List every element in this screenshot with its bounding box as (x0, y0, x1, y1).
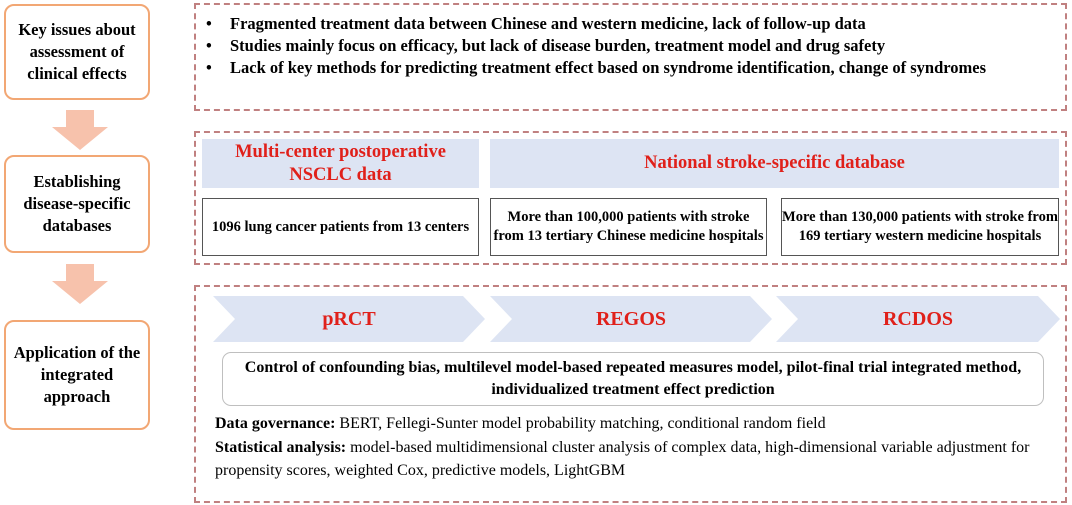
analysis-label: Statistical analysis: (215, 439, 347, 456)
governance-label: Data governance: (215, 415, 336, 432)
down-arrow-2 (52, 264, 108, 304)
stage-approach: Application of the integrated approach (4, 320, 150, 430)
stroke-tcm-box: More than 100,000 patients with stroke f… (490, 198, 767, 256)
governance-text: BERT, Fellegi-Sunter model probability m… (335, 415, 826, 432)
databases-panel (194, 131, 1067, 265)
key-issues-list: •Fragmented treatment data between Chine… (202, 13, 1055, 79)
chevron-prct (213, 296, 485, 342)
key-issue-item: •Fragmented treatment data between Chine… (206, 14, 866, 33)
chevron-rcdos (776, 296, 1060, 342)
analysis-paragraph: Statistical analysis: model-based multid… (215, 437, 1060, 482)
chevron-regos-label: REGOS (595, 307, 667, 330)
chevron-rcdos-label: RCDOS (882, 307, 953, 330)
methods-box: Control of confounding bias, multilevel … (222, 352, 1044, 406)
bullet-icon: • (206, 36, 212, 55)
chevron-regos (490, 296, 772, 342)
stroke-header: National stroke-specific database (490, 139, 1059, 188)
analysis-text: model-based multidimensional cluster ana… (215, 439, 1030, 479)
stage-approach-label: Application of the integrated approach (13, 343, 141, 406)
down-arrow-1 (52, 110, 108, 150)
stage-databases-label: Establishing disease-specific databases (23, 172, 131, 235)
key-issue-item: •Lack of key methods for predicting trea… (206, 58, 987, 77)
key-issues-panel: •Fragmented treatment data between Chine… (194, 3, 1067, 111)
chevron-prct-label: pRCT (322, 307, 376, 330)
nsclc-header: Multi-center postoperative NSCLC data (202, 139, 479, 188)
stage-key-issues-label: Key issues about assessment of clinical … (18, 20, 136, 83)
governance-paragraph: Data governance: BERT, Fellegi-Sunter mo… (215, 413, 1055, 436)
key-issue-item: •Studies mainly focus on efficacy, but l… (206, 36, 886, 55)
stage-key-issues: Key issues about assessment of clinical … (4, 4, 150, 100)
stroke-western-box: More than 130,000 patients with stroke f… (781, 198, 1059, 256)
bullet-icon: • (206, 14, 212, 33)
nsclc-patients-box: 1096 lung cancer patients from 13 center… (202, 198, 479, 256)
stage-databases: Establishing disease-specific databases (4, 155, 150, 253)
approach-panel (194, 285, 1067, 503)
bullet-icon: • (206, 58, 212, 77)
